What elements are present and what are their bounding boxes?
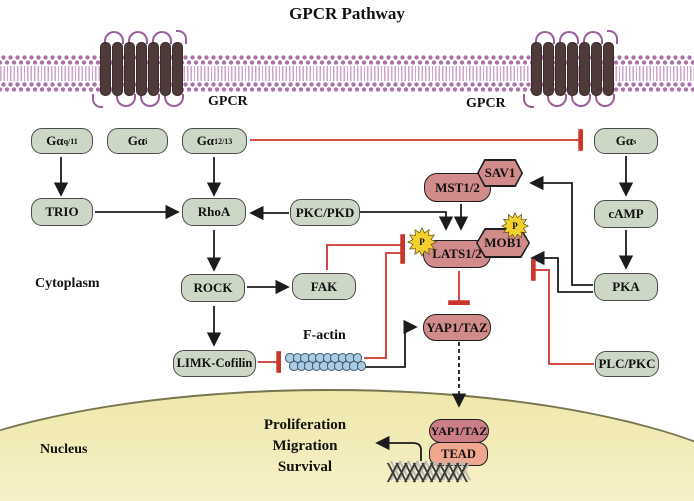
transmembrane-helix: [603, 42, 614, 96]
outcome-migration: Migration: [272, 438, 338, 454]
nucleus-label: Nucleus: [40, 442, 88, 457]
extracellular-loop: [559, 31, 579, 44]
node-tead: TEAD: [429, 442, 488, 466]
transmembrane-helix: [148, 42, 159, 96]
edge-pka-sav1: [529, 175, 593, 286]
transmembrane-helix: [591, 42, 602, 96]
f-actin-filament: [289, 361, 366, 371]
node-pka: PKA: [594, 273, 658, 301]
transmembrane-helix: [112, 42, 123, 96]
node-camp: cAMP: [594, 200, 658, 228]
gpcr-label-left: GPCR: [208, 94, 248, 109]
transmembrane-helix: [555, 42, 566, 96]
transmembrane-helix: [160, 42, 171, 96]
transmembrane-helix: [543, 42, 554, 96]
extracellular-loop: [583, 31, 603, 44]
extracellular-loop: [104, 31, 124, 44]
edge-fak-lats-inhibit: [326, 234, 405, 270]
receptor-tail: [92, 94, 103, 108]
node-label: Gα: [615, 133, 634, 148]
transmembrane-helix: [136, 42, 147, 96]
node-subscript: 12/13: [214, 136, 233, 146]
receptor-tail: [523, 94, 534, 108]
node-label: Gα: [46, 133, 64, 148]
intracellular-loop: [140, 94, 160, 107]
transmembrane-helix: [567, 42, 578, 96]
cytoplasm-label: Cytoplasm: [35, 276, 100, 291]
extracellular-loop: [535, 31, 555, 44]
extracellular-loop: [152, 31, 172, 44]
node-subscript: i: [145, 136, 148, 146]
gpcr-receptor-left: [100, 42, 183, 96]
node-limk-cofilin: LIMK-Cofilin: [173, 350, 256, 377]
node-yap1-taz-nucleus: YAP1/TAZ: [429, 419, 489, 443]
gpcr-label-right: GPCR: [466, 96, 506, 111]
node-trio: TRIO: [31, 198, 93, 226]
outcome-survival: Survival: [277, 459, 333, 475]
edge-pka-mob1: [530, 250, 593, 293]
f-actin-label: F-actin: [303, 328, 346, 343]
node-fak: FAK: [292, 273, 356, 300]
actin-bead: [356, 361, 366, 371]
intracellular-loop: [571, 94, 591, 107]
node-label: Gα: [127, 133, 146, 148]
transmembrane-helix: [172, 42, 183, 96]
edge-plcpkc-lats-inhibit: [531, 259, 594, 365]
dna-strand: ╳╳╳╳╳╳╳╳╳: [388, 465, 467, 482]
node-rock: ROCK: [181, 274, 245, 302]
receptor-tail: [176, 30, 187, 44]
node-subscript: q/11: [63, 136, 78, 146]
edge-factin-lats-inhibit: [364, 242, 405, 359]
extracellular-loop: [128, 31, 148, 44]
intracellular-loop: [116, 94, 136, 107]
gpcr-receptor-right: [531, 42, 614, 96]
transmembrane-helix: [100, 42, 111, 96]
outcome-proliferation: Proliferation: [263, 417, 347, 433]
node-yap1-taz-cytoplasm: YAP1/TAZ: [423, 314, 491, 341]
node-sav1: SAV1: [477, 159, 523, 187]
intracellular-loop: [164, 94, 184, 107]
edge-tead-outcomes: [375, 435, 422, 461]
node-plc-pkc: PLC/PKC: [595, 351, 659, 377]
node-rhoa: RhoA: [182, 198, 246, 226]
intracellular-loop: [547, 94, 567, 107]
node-pkc-pkd: PKC/PKD: [290, 199, 360, 226]
node-label: Gα: [196, 133, 215, 148]
node-subscript: s: [633, 136, 637, 146]
intracellular-loop: [595, 94, 615, 107]
edge-factin-yap: [364, 319, 418, 368]
figure-title: GPCR Pathway: [289, 4, 405, 23]
edge-pkcpkd-lats: [360, 211, 454, 231]
transmembrane-helix: [531, 42, 542, 96]
dna-strand-back: ╳╳╳╳╳╳╳╳╳: [391, 463, 470, 480]
transmembrane-helix: [579, 42, 590, 96]
transmembrane-helix: [124, 42, 135, 96]
node-label: SAV1: [478, 160, 522, 186]
receptor-tail: [607, 30, 618, 44]
